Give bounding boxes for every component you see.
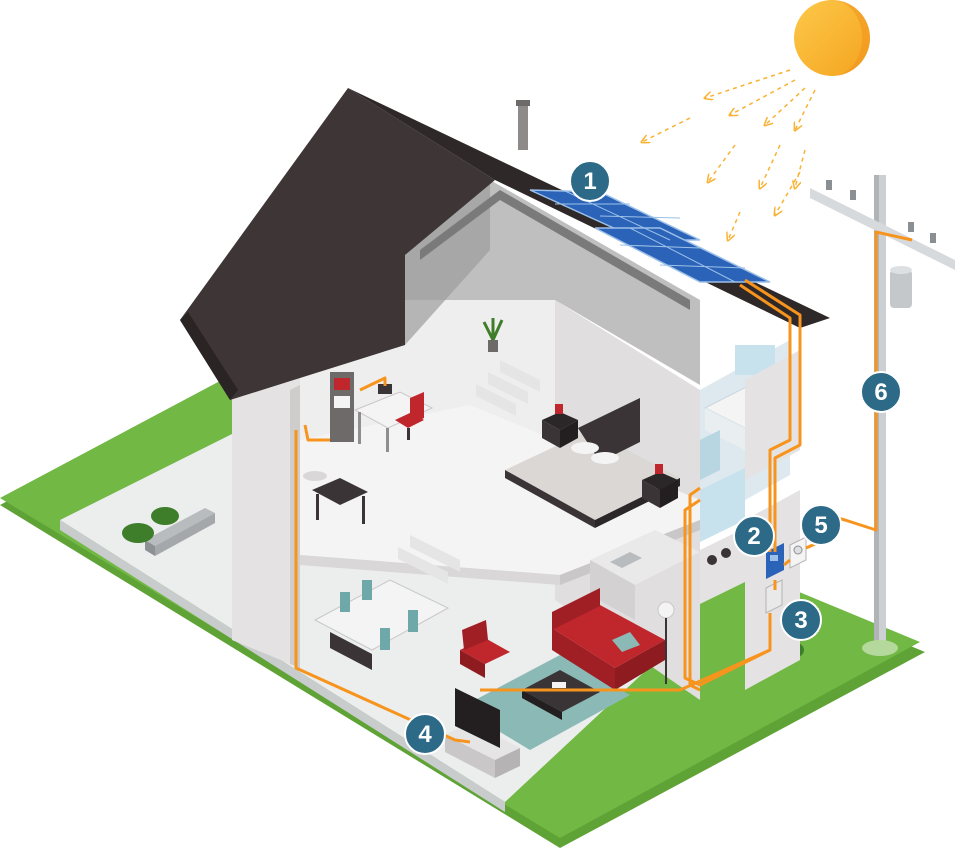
office-chair [395,392,424,440]
meter-box [789,536,807,569]
breaker-box [765,579,783,614]
potted-plant [482,318,504,352]
marker-3-label: 3 [794,607,807,634]
marker-4-label: 4 [418,721,432,748]
nightstand-left [542,404,578,448]
marker-6: 6 [860,371,902,413]
sun [794,0,870,76]
dining-set-lower [313,579,450,670]
floor-lamp [657,601,675,684]
staircase [398,360,540,584]
marker-2: 2 [733,515,775,557]
television [455,688,500,748]
marker-3: 3 [780,599,822,641]
sun-rays [642,69,816,240]
dining-set-upper [303,471,368,524]
armchair [460,620,510,678]
bookshelf [330,372,354,442]
utility-pole [810,175,955,656]
marker-1: 1 [569,160,611,202]
marker-5-label: 5 [814,512,827,539]
bench [145,508,215,556]
kitchen [590,468,745,620]
marker-4: 4 [404,713,446,755]
sofa [552,588,665,690]
marker-5: 5 [800,504,842,546]
nightstand-right [642,464,678,508]
bush-left [122,507,179,543]
tv-stand [445,722,520,778]
marker-6-label: 6 [874,379,887,406]
marker-1-label: 1 [583,168,596,195]
marker-2-label: 2 [747,523,760,550]
